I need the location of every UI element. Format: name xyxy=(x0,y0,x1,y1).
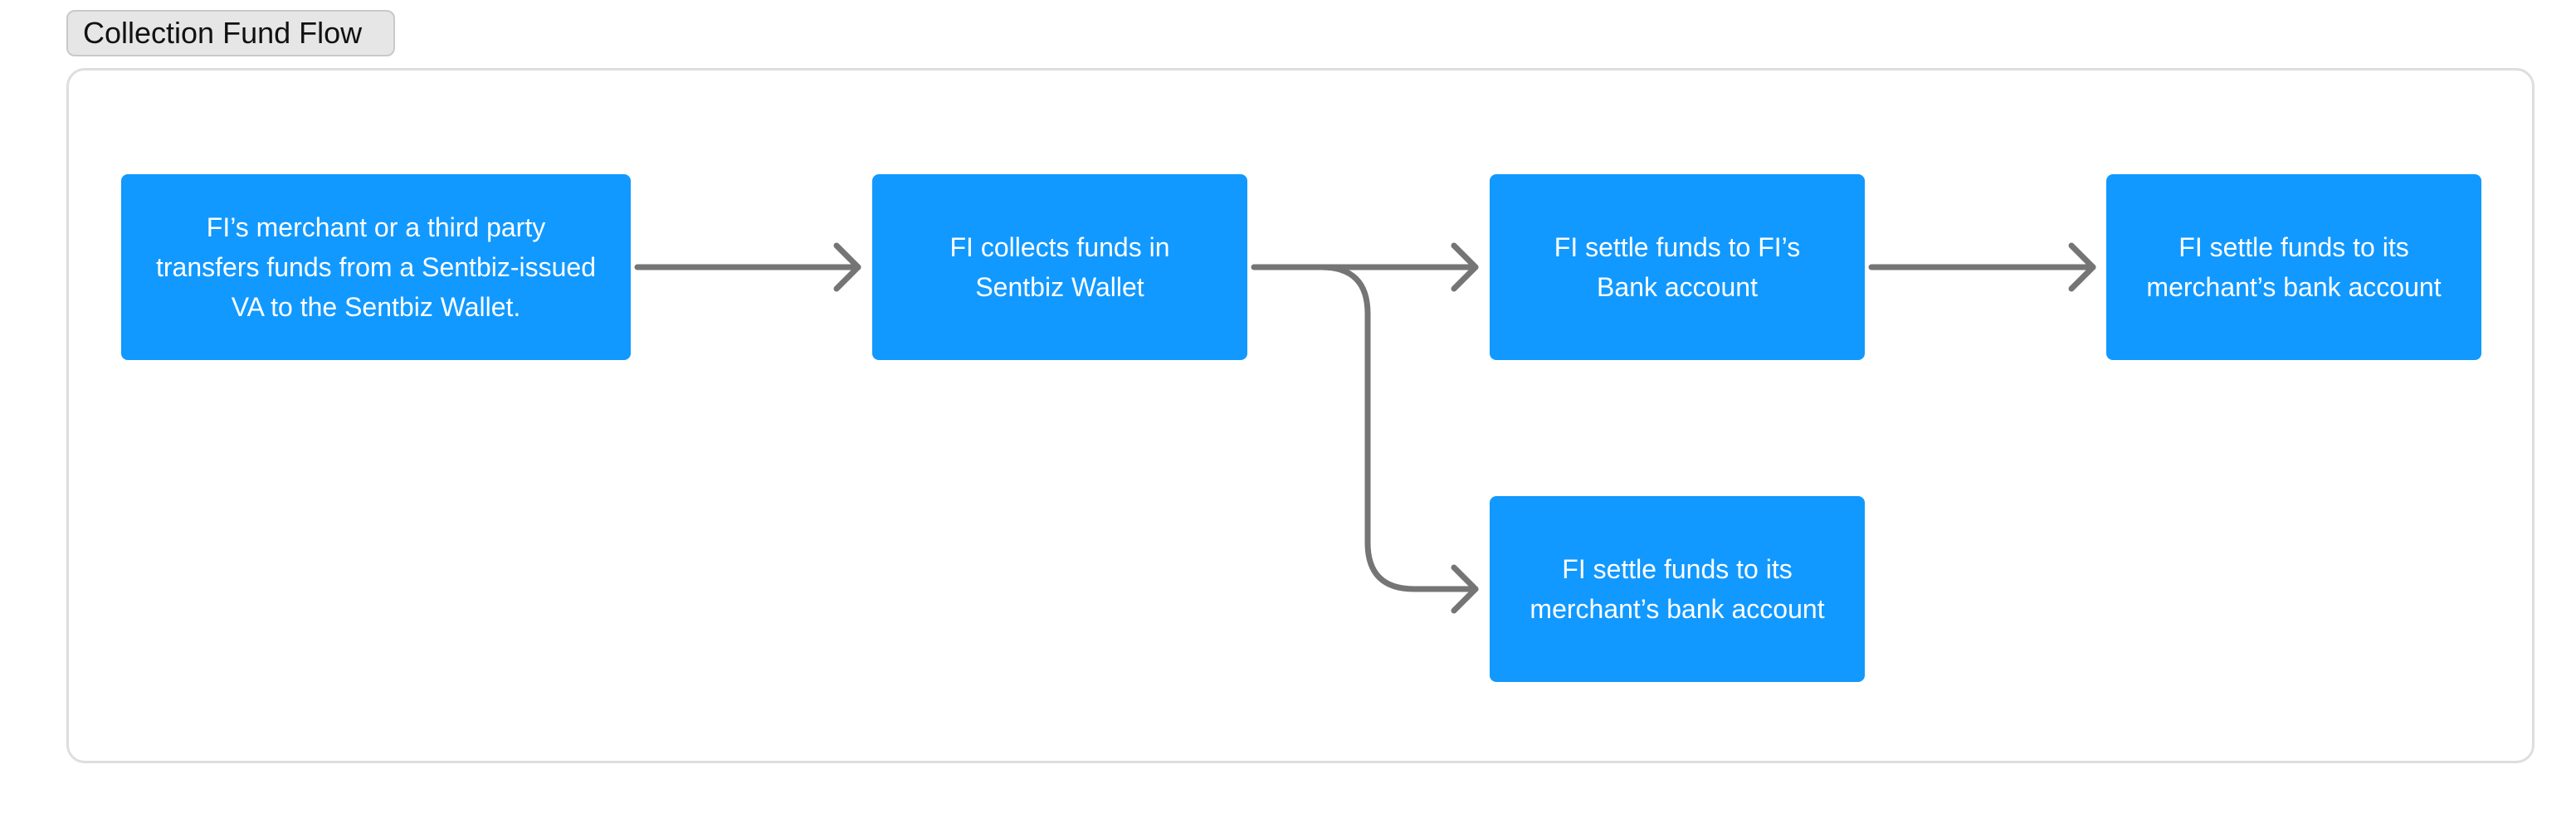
arrowhead-icon xyxy=(833,242,861,292)
node-settle-fi-bank: FI settle funds to FI’s Bank account xyxy=(1490,174,1865,360)
node-label: FI settle funds to its merchant’s bank a… xyxy=(2146,232,2442,302)
diagram-title: Collection Fund Flow xyxy=(66,10,395,56)
node-collect-wallet: FI collects funds in Sentbiz Wallet xyxy=(872,174,1247,360)
node-label: FI settle funds to FI’s Bank account xyxy=(1554,232,1801,302)
edge-wallet-to-merchant-bank xyxy=(1318,264,1479,592)
node-settle-merchant-bank-bottom: FI settle funds to its merchant’s bank a… xyxy=(1490,496,1865,682)
node-label: FI’s merchant or a third party transfers… xyxy=(155,212,596,322)
node-merchant-transfer: FI’s merchant or a third party transfers… xyxy=(121,174,631,360)
node-label: FI settle funds to its merchant’s bank a… xyxy=(1530,554,1825,624)
node-label: FI collects funds in Sentbiz Wallet xyxy=(949,232,1170,302)
arrowhead-icon xyxy=(1451,564,1479,614)
arrowhead-icon xyxy=(2068,242,2096,292)
arrowhead-icon xyxy=(1451,242,1479,292)
node-settle-merchant-bank-top: FI settle funds to its merchant’s bank a… xyxy=(2106,174,2481,360)
